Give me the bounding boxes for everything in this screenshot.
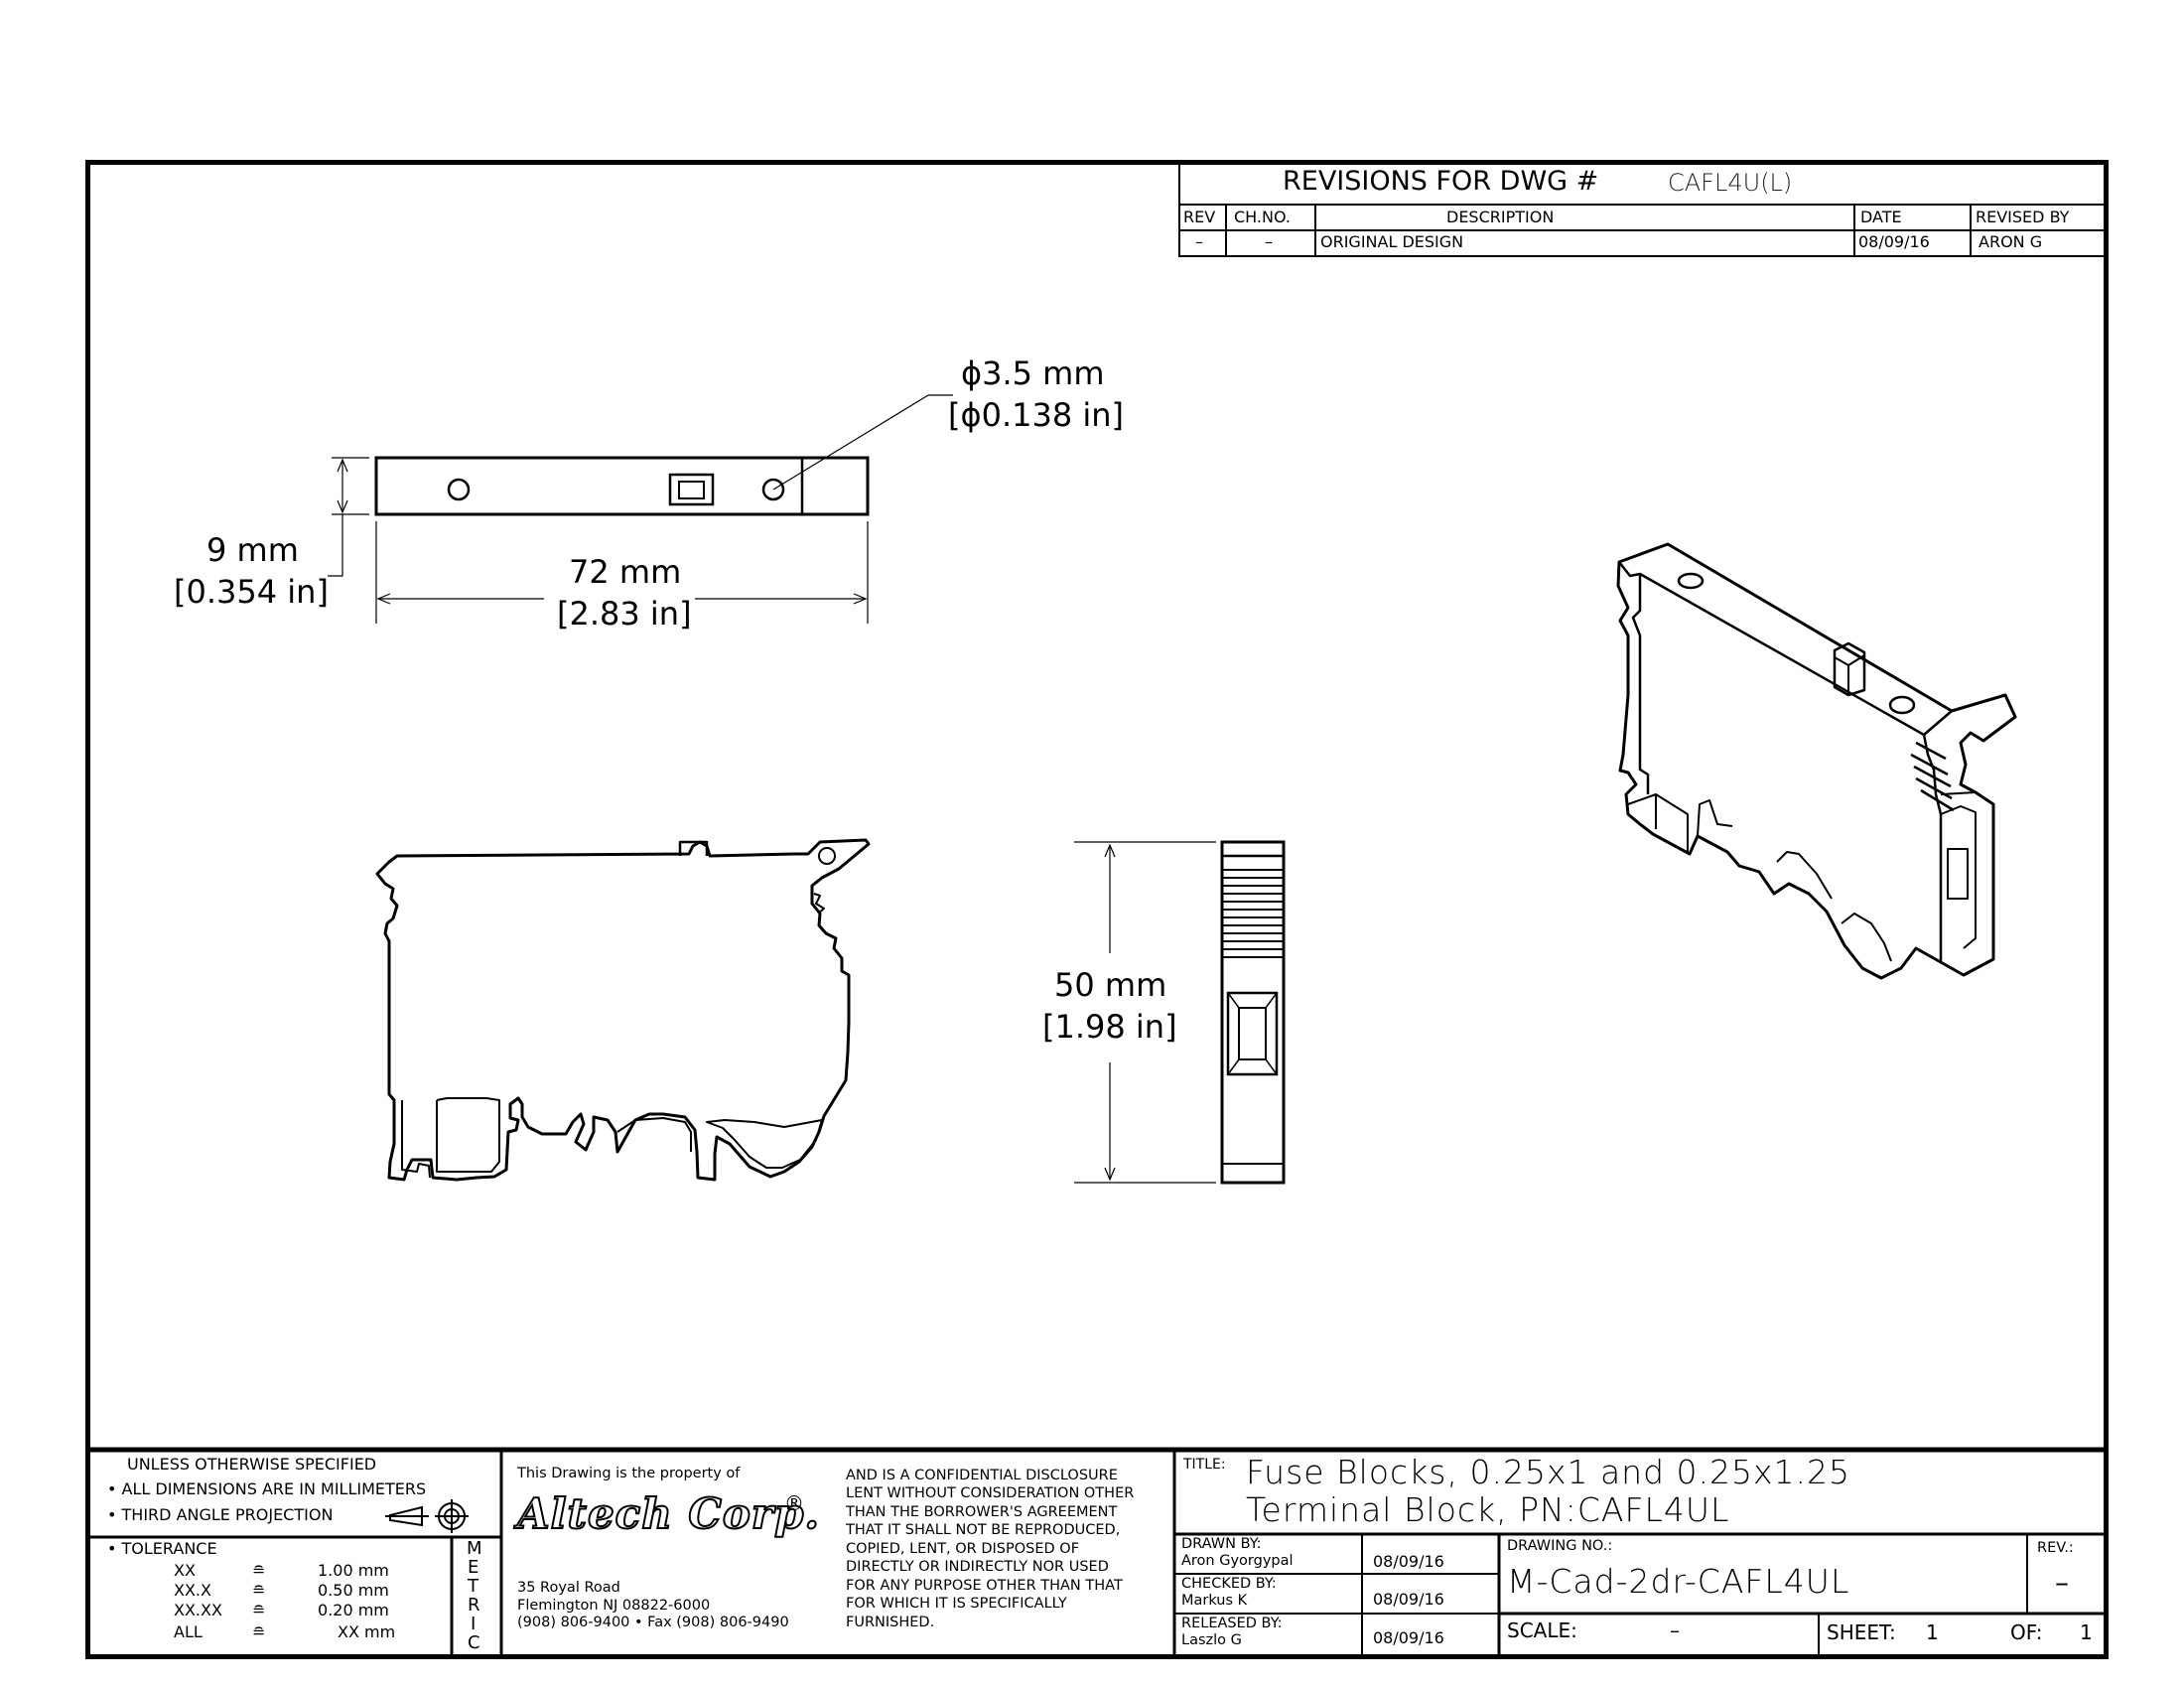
tolerance-key: XX.XX: [174, 1601, 222, 1619]
tolerance-value: XX mm: [338, 1622, 396, 1641]
revision-row-date: 08/09/16: [1858, 232, 1930, 251]
length-in-label: [2.83 in]: [557, 595, 692, 633]
revised-by-column-header: REVISED BY: [1976, 208, 2070, 226]
end-view: [1074, 840, 1286, 1185]
height-in-label: [0.354 in]: [174, 573, 329, 611]
rev-column-header: REV: [1183, 208, 1216, 226]
revision-row-description: ORIGINAL DESIGN: [1320, 232, 1464, 251]
hole-diameter-mm-label: ϕ3.5 mm: [961, 354, 1105, 392]
drawing-sheet-border: [85, 160, 2109, 1659]
notes-line-3: • THIRD ANGLE PROJECTION: [107, 1505, 334, 1524]
revision-row-chno: –: [1265, 232, 1273, 251]
title-label: TITLE:: [1183, 1457, 1226, 1473]
height-mm-label: 9 mm: [206, 531, 299, 569]
sheet-value: 1: [1926, 1620, 1939, 1644]
drawing-number-label: DRAWING NO.:: [1507, 1538, 1613, 1554]
tolerance-symbol: ≘: [252, 1561, 266, 1580]
notes-line-2: • ALL DIMENSIONS ARE IN MILLIMETERS: [107, 1479, 427, 1498]
sheet-label: SHEET:: [1827, 1620, 1896, 1644]
description-column-header: DESCRIPTION: [1446, 208, 1555, 226]
released-date: 08/09/16: [1373, 1628, 1444, 1647]
property-line: This Drawing is the property of: [517, 1466, 741, 1481]
depth-mm-label: 50 mm: [1054, 966, 1167, 1004]
isometric-view: [1616, 542, 2017, 980]
top-view: [328, 394, 953, 624]
drawing-number: M-Cad-2dr-CAFL4UL: [1507, 1562, 1850, 1601]
tolerance-symbol: ≘: [252, 1601, 266, 1619]
registered-mark: ®: [784, 1491, 804, 1515]
tolerance-symbol: ≘: [252, 1581, 266, 1600]
tolerance-symbol: ≘: [252, 1622, 266, 1641]
revisions-dwg-number: CAFL4U(L): [1668, 169, 1793, 197]
drawing-title-line-1: Fuse Blocks, 0.25x1 and 0.25x1.25: [1246, 1453, 1851, 1491]
altech-logo: Altech Corp.: [516, 1489, 820, 1538]
scale-label: SCALE:: [1507, 1618, 1577, 1642]
company-address-2: Flemington NJ 08822-6000: [517, 1598, 711, 1614]
drawing-title-line-2: Terminal Block, PN:CAFL4UL: [1246, 1490, 1730, 1529]
company-phone-fax: (908) 806-9400 • Fax (908) 806-9490: [517, 1615, 789, 1630]
checked-by-label: CHECKED BY:: [1181, 1576, 1277, 1592]
tolerance-value: 0.50 mm: [318, 1581, 389, 1600]
checked-by-name: Markus K: [1181, 1593, 1248, 1609]
tolerance-key: ALL: [174, 1622, 203, 1641]
rev-label: REV.:: [2037, 1540, 2074, 1556]
drawn-date: 08/09/16: [1373, 1552, 1444, 1571]
drawn-by-label: DRAWN BY:: [1181, 1536, 1262, 1552]
notes-line-1: UNLESS OTHERWISE SPECIFIED: [127, 1455, 377, 1474]
released-by-label: RELEASED BY:: [1181, 1616, 1283, 1631]
of-value: 1: [2080, 1620, 2093, 1644]
depth-in-label: [1.98 in]: [1042, 1008, 1177, 1046]
length-mm-label: 72 mm: [569, 553, 682, 591]
date-column-header: DATE: [1860, 208, 1902, 226]
front-view: [375, 838, 871, 1182]
tolerance-key: XX: [174, 1561, 196, 1580]
tolerance-value: 1.00 mm: [318, 1561, 389, 1580]
scale-value: –: [1670, 1618, 1680, 1642]
released-by-name: Laszlo G: [1181, 1632, 1242, 1648]
tolerance-value: 0.20 mm: [318, 1601, 389, 1619]
hole-diameter-in-label: [ϕ0.138 in]: [948, 396, 1125, 434]
chno-column-header: CH.NO.: [1234, 208, 1292, 226]
revisions-heading: REVISIONS FOR DWG #: [1283, 166, 1599, 197]
revision-row-rev: –: [1195, 232, 1203, 251]
tolerance-key: XX.X: [174, 1581, 211, 1600]
of-label: OF:: [2010, 1620, 2043, 1644]
tolerance-label: • TOLERANCE: [107, 1539, 217, 1558]
company-address-1: 35 Royal Road: [517, 1580, 620, 1596]
checked-date: 08/09/16: [1373, 1590, 1444, 1609]
third-angle-projection-icon: [385, 1499, 469, 1533]
revision-row-revised-by: ARON G: [1979, 232, 2043, 251]
drawn-by-name: Aron Gyorgypal: [1181, 1553, 1294, 1569]
rev-value: –: [2055, 1566, 2069, 1599]
